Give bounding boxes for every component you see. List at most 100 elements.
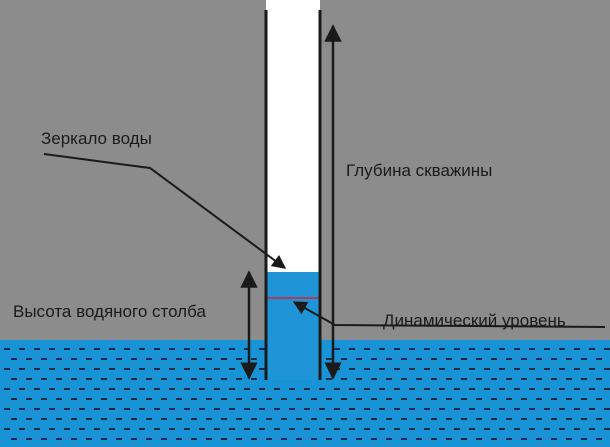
aquifer-dash	[574, 368, 580, 370]
aquifer-dash	[49, 408, 55, 410]
aquifer-dash	[49, 368, 55, 370]
aquifer-dash	[176, 398, 182, 400]
aquifer-dash	[581, 358, 587, 360]
aquifer-dash	[124, 368, 130, 370]
aquifer-dash	[334, 428, 340, 430]
aquifer-dash	[394, 428, 400, 430]
aquifer-dash	[319, 388, 325, 390]
aquifer-dash	[176, 418, 182, 420]
aquifer-dash	[199, 388, 205, 390]
aquifer-dash	[64, 408, 70, 410]
aquifer-dash	[491, 418, 497, 420]
aquifer-dash	[26, 378, 32, 380]
aquifer-dash	[424, 428, 430, 430]
aquifer-dash	[341, 358, 347, 360]
aquifer-dash	[184, 428, 190, 430]
aquifer-dash	[191, 418, 197, 420]
aquifer-dash	[221, 418, 227, 420]
aquifer-dash	[529, 388, 535, 390]
aquifer-dash	[206, 438, 212, 440]
aquifer-dash	[476, 378, 482, 380]
aquifer-dash	[506, 418, 512, 420]
aquifer-dash	[461, 398, 467, 400]
aquifer-dash	[416, 438, 422, 440]
aquifer-dash	[4, 388, 10, 390]
aquifer-dash	[326, 418, 332, 420]
aquifer-dash	[521, 398, 527, 400]
aquifer-dash	[521, 438, 527, 440]
aquifer-dash	[191, 398, 197, 400]
aquifer-dash	[431, 358, 437, 360]
well-depth-label: Глубина скважины	[346, 161, 493, 180]
aquifer-dash	[364, 348, 370, 350]
aquifer-dash	[184, 368, 190, 370]
aquifer-dash	[529, 348, 535, 350]
aquifer-dash	[394, 388, 400, 390]
aquifer-dash	[79, 388, 85, 390]
aquifer-dash	[41, 418, 47, 420]
aquifer-dash	[124, 408, 130, 410]
aquifer-dash	[71, 418, 77, 420]
aquifer-dash	[589, 348, 595, 350]
aquifer-dash	[251, 418, 257, 420]
aquifer-dash	[446, 418, 452, 420]
aquifer-dash	[334, 368, 340, 370]
aquifer-dash	[11, 438, 17, 440]
aquifer-dash	[229, 348, 235, 350]
aquifer-dash	[26, 438, 32, 440]
aquifer-dash	[304, 408, 310, 410]
aquifer-dash	[124, 428, 130, 430]
aquifer-dash	[236, 438, 242, 440]
aquifer-dash	[19, 408, 25, 410]
aquifer-dash	[356, 398, 362, 400]
aquifer-dash	[79, 368, 85, 370]
aquifer-dash	[461, 418, 467, 420]
aquifer-dash	[199, 368, 205, 370]
aquifer-dash	[296, 438, 302, 440]
aquifer-dash	[499, 408, 505, 410]
aquifer-dash	[116, 358, 122, 360]
aquifer-dash	[386, 418, 392, 420]
aquifer-dash	[536, 378, 542, 380]
aquifer-dash	[19, 348, 25, 350]
aquifer-dash	[604, 368, 610, 370]
aquifer-dash	[124, 348, 130, 350]
aquifer-dash	[326, 358, 332, 360]
aquifer-dash	[506, 438, 512, 440]
aquifer-dash	[349, 428, 355, 430]
aquifer-dash	[274, 388, 280, 390]
aquifer-dash	[439, 408, 445, 410]
aquifer-dash	[176, 378, 182, 380]
aquifer-dash	[341, 378, 347, 380]
aquifer-dash	[371, 398, 377, 400]
aquifer-dash	[161, 378, 167, 380]
aquifer-dash	[146, 438, 152, 440]
aquifer-dash	[146, 358, 152, 360]
aquifer-dash	[101, 378, 107, 380]
aquifer-dash	[544, 368, 550, 370]
aquifer-dash	[169, 388, 175, 390]
aquifer-dash	[476, 438, 482, 440]
aquifer-dash	[379, 408, 385, 410]
aquifer-dash	[281, 438, 287, 440]
water-mirror-label: Зеркало воды	[41, 129, 152, 148]
aquifer-dash	[41, 398, 47, 400]
aquifer-dash	[604, 428, 610, 430]
aquifer-dash	[214, 408, 220, 410]
aquifer-dash	[169, 428, 175, 430]
aquifer-dash	[94, 348, 100, 350]
aquifer-dash	[236, 378, 242, 380]
aquifer-dash	[379, 348, 385, 350]
aquifer-dash	[34, 348, 40, 350]
aquifer-dash	[244, 408, 250, 410]
aquifer-dash	[41, 438, 47, 440]
aquifer-dash	[341, 418, 347, 420]
aquifer-dash	[446, 398, 452, 400]
aquifer-dash	[454, 408, 460, 410]
aquifer-dash	[514, 348, 520, 350]
aquifer-dash	[559, 408, 565, 410]
aquifer-dash	[191, 378, 197, 380]
aquifer-dash	[319, 428, 325, 430]
aquifer-dash	[581, 378, 587, 380]
aquifer-dash	[26, 418, 32, 420]
